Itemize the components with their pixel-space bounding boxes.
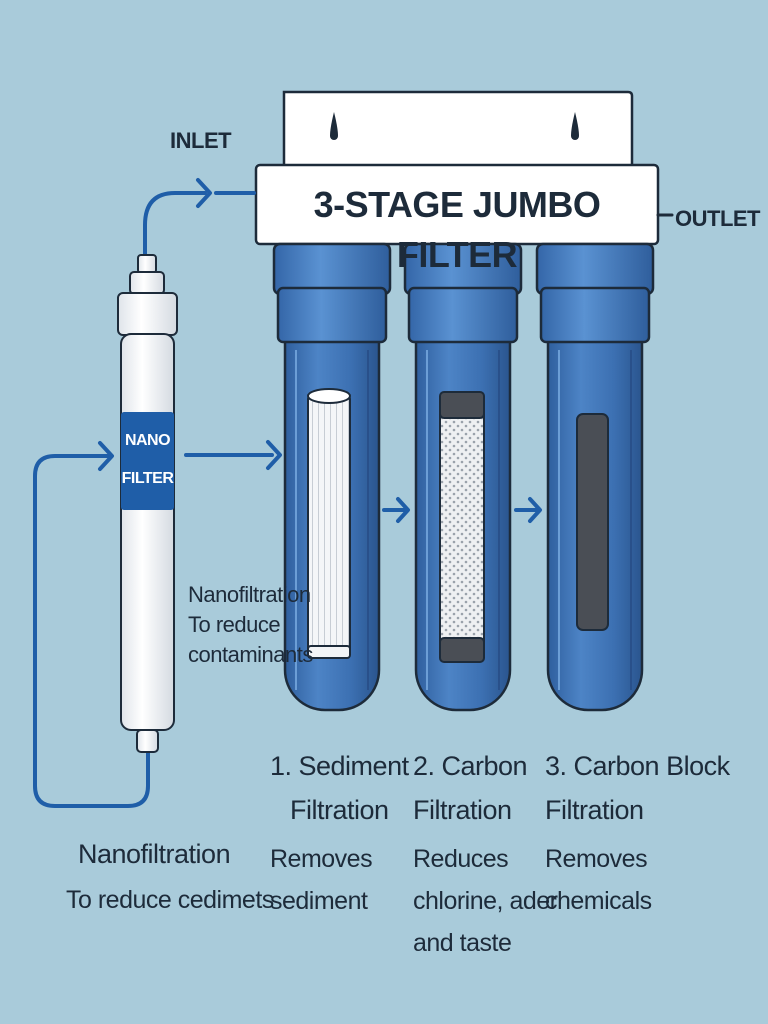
sediment-cartridge [307,388,351,659]
mount-hole-left-icon [330,112,338,140]
outlet-label: OUTLET [675,206,761,231]
stage1-arrow-icon [266,440,282,470]
mount-hole-right-icon [571,112,579,140]
stage-desc: and taste [413,929,512,957]
stage-title: Filtration [413,795,512,825]
nano-filter-label-line1: NANO [124,432,171,449]
flow-arrows [98,178,542,523]
stage2-to-stage3-arrow-icon [514,497,542,523]
header-title: 3-STAGE JUMBO FILTER [313,184,601,275]
stage-desc: Reduces [413,845,509,873]
nano-bottom-desc: To reduce cedimets [66,886,274,914]
carbon-block-cartridge [576,413,609,631]
stage-desc: chemicals [545,887,652,915]
stage-title: 3. Carbon Block [545,751,730,781]
stage-desc: Removes [270,845,373,873]
stage-2-text: 2. Carbon Filtration Reduces chlorine, a… [413,744,558,958]
stage1-to-stage2-arrow-icon [382,497,410,523]
inlet-arrow-icon [196,178,212,208]
nano-filter-label [121,412,174,510]
pipes [33,191,674,808]
stage-3-text: 3. Carbon Block Filtration Removes chemi… [545,744,730,916]
stage-desc: sediment [270,887,368,915]
nano-side-description: Nanofiltration To reduce contaminants [188,580,313,670]
inlet-pipe [143,191,207,260]
nano-filter-cartridge [117,254,178,753]
stage-desc: chlorine, ader [413,887,558,915]
stage-desc: Removes [545,845,648,873]
nano-filter-label-line2: FILTER [121,470,174,487]
stage-1-text: 1. Sediment Filtration Removes sediment [270,744,409,916]
stage-title: 2. Carbon [413,751,528,781]
stage-title: 1. Sediment [270,751,409,781]
stage-title: Filtration [545,795,644,825]
nano-side-desc-line: contaminants [188,642,313,667]
nano-side-desc-line: Nanofiltration [188,582,311,607]
stage-title: Filtration [290,795,389,825]
loop-arrow-icon [98,441,114,471]
nano-bottom-title: Nanofiltration [78,839,231,869]
carbon-cartridge [439,391,485,663]
housing-stage-1 [272,242,392,712]
loop-pipe [33,454,150,808]
housing-stage-2 [403,242,523,712]
mounting-bracket [282,90,634,170]
housing-stage-3 [535,242,655,712]
inlet-label: INLET [170,128,232,153]
nano-side-desc-line: To reduce [188,612,281,637]
